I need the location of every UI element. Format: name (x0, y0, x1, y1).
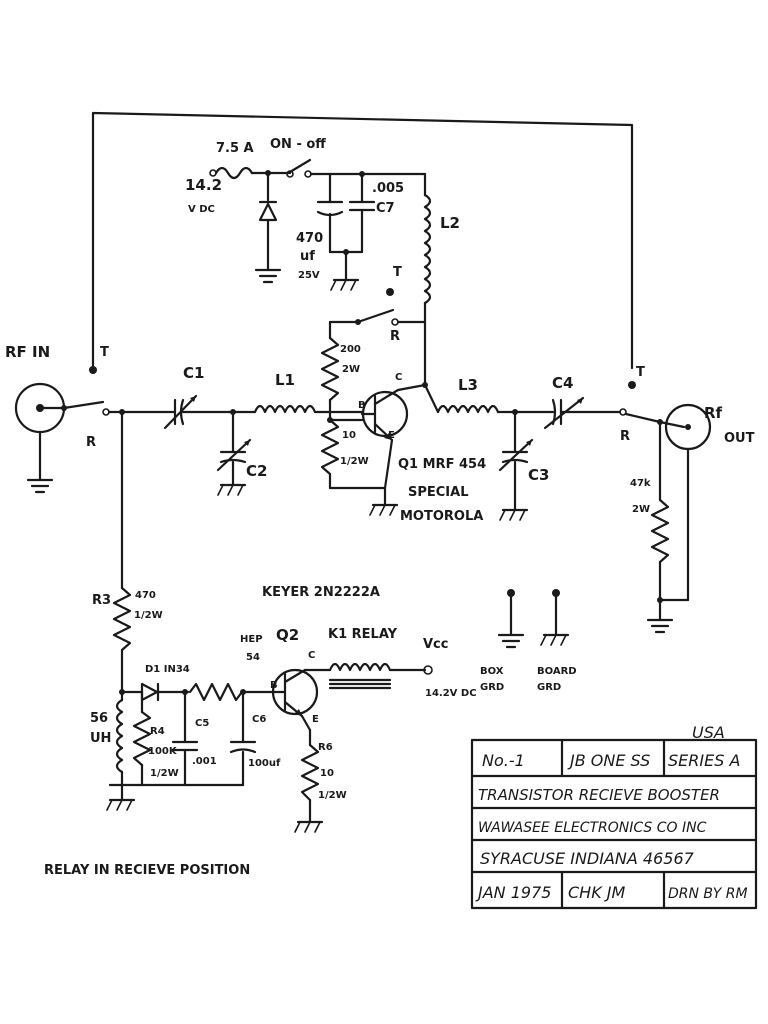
relay-note: RELAY IN RECIEVE POSITION (44, 863, 250, 878)
c7-label: C7 (376, 201, 395, 216)
r-right-label: R (620, 429, 630, 444)
board-grd-label-b: GRD (537, 682, 561, 693)
bias-network (320, 288, 427, 490)
q1-note-motorola: MOTOROLA (400, 509, 483, 524)
tb-number: No.-1 (482, 751, 525, 770)
box-grd-label-a: BOX (480, 666, 504, 677)
c6-label: C6 (252, 714, 266, 725)
r6-watt: 1/2W (318, 790, 347, 801)
k1-relay-coil (328, 662, 433, 690)
q2-collector-label: C (308, 650, 315, 661)
t-top-label: T (393, 265, 402, 280)
k1-relay-label: K1 RELAY (328, 627, 398, 642)
rf-out-label-b: OUT (724, 431, 755, 446)
q2-emitter-label: E (312, 714, 319, 725)
keyer-label: KEYER 2N2222A (262, 585, 380, 600)
r4-label: R4 (150, 726, 165, 737)
r200-watt: 2W (342, 364, 360, 375)
c2-trimmer (216, 409, 252, 496)
r10-value: 10 (342, 430, 356, 441)
c7-value: .005 (372, 181, 404, 196)
board-ground (540, 589, 570, 646)
d1-label: D1 IN34 (145, 664, 190, 675)
tb-company: WAWASEE ELECTRONICS CO INC (478, 820, 707, 836)
r3-value: 470 (135, 590, 156, 601)
tb-country: USA (692, 723, 725, 742)
supply-voltage: 14.2 (185, 176, 222, 194)
box-ground (497, 589, 525, 649)
vcc-voltage: 14.2V DC (425, 688, 477, 699)
r-left-label: R (86, 435, 96, 450)
c3-trimmer (498, 409, 534, 521)
c-470-unit: uf (300, 249, 315, 264)
l2-label: L2 (440, 214, 460, 232)
r-top-label: R (390, 329, 400, 344)
q1-transistor (360, 382, 428, 516)
r3-watt: 1/2W (134, 610, 163, 621)
c1-trimmer (163, 394, 235, 430)
tb-checked: CHK JM (568, 883, 626, 902)
l1-label: L1 (275, 371, 295, 389)
r10-watt: 1/2W (340, 456, 369, 467)
q2-type: HEP (240, 634, 263, 645)
tb-address: SYRACUSE INDIANA 46567 (480, 849, 695, 868)
rf-output-connector (646, 403, 712, 634)
rf-input-connector (14, 382, 177, 494)
c6-value: 100uf (248, 758, 281, 769)
r6-label: R6 (318, 742, 333, 753)
tb-drawn: DRN BY RM (668, 886, 748, 902)
q1-note-special: SPECIAL (408, 485, 469, 500)
power-supply (209, 158, 427, 291)
board-grd-label-a: BOARD (537, 666, 577, 677)
q1-label: Q1 MRF 454 (398, 457, 486, 472)
t-right-label: T (636, 365, 645, 380)
q1-emitter-label: E (388, 430, 395, 441)
tb-date: JAN 1975 (475, 883, 551, 902)
c2-label: C2 (246, 462, 267, 480)
r47k-value: 47k (630, 478, 651, 489)
q2-transistor (271, 668, 332, 833)
tb-model: JB ONE SS (567, 751, 650, 770)
r4-value: 100K (148, 746, 178, 757)
c5-value: .001 (192, 756, 217, 767)
choke-56-label: 56 (90, 711, 108, 726)
rf-in-label: RF IN (5, 343, 50, 361)
r4-watt: 1/2W (150, 768, 179, 779)
l1-inductor (231, 404, 364, 414)
l3-inductor (423, 383, 555, 414)
c5-label: C5 (195, 718, 209, 729)
c3-label: C3 (528, 466, 549, 484)
r3-label: R3 (92, 593, 111, 608)
supply-unit: V DC (188, 204, 215, 215)
c-470-value: 470 (296, 231, 323, 246)
q2-label: Q2 (276, 626, 299, 644)
transmit-bypass-line (89, 111, 636, 389)
switch-label: ON - off (270, 137, 326, 152)
fuse-label: 7.5 A (216, 141, 254, 156)
keyer-section (106, 410, 284, 811)
r200-value: 200 (340, 344, 361, 355)
choke-uh-label: UH (90, 731, 111, 746)
rf-out-label-a: Rf (704, 404, 723, 422)
l2-choke (423, 172, 432, 387)
c-470-voltage: 25V (298, 270, 320, 281)
q2-number: 54 (246, 652, 260, 663)
r6-value: 10 (320, 768, 334, 779)
r47k-watt: 2W (632, 504, 650, 515)
vcc-label: Vcc (423, 637, 448, 652)
c4-trimmer (543, 396, 663, 430)
t-left-label: T (100, 345, 109, 360)
c1-label: C1 (183, 364, 204, 382)
box-grd-label-b: GRD (480, 682, 504, 693)
component-labels: 7.5 A ON - off 14.2 V DC 470 uf 25V .005… (5, 137, 755, 878)
tb-series: SERIES A (668, 751, 740, 770)
title-block: USA No.-1 JB ONE SS SERIES A TRANSISTOR … (470, 723, 758, 910)
c4-label: C4 (552, 374, 573, 392)
q1-collector-label: C (395, 372, 402, 383)
l3-label: L3 (458, 376, 478, 394)
q2-base-label: B (270, 680, 278, 691)
q1-base-label: B (358, 400, 366, 411)
tb-title: TRANSISTOR RECIEVE BOOSTER (478, 786, 720, 804)
